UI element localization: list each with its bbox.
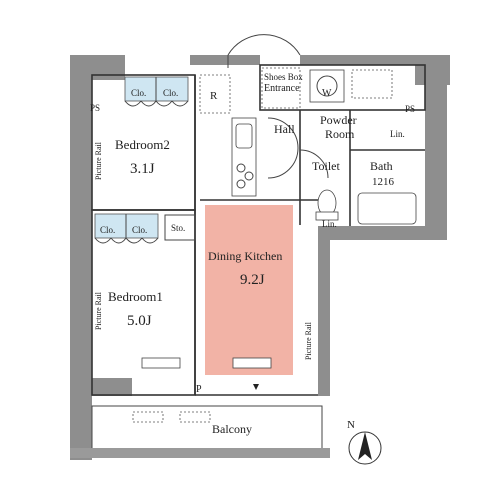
clo-label-4: Clo.	[132, 225, 147, 235]
entrance-door	[227, 34, 301, 68]
bedroom2-size: 3.1J	[130, 161, 155, 177]
r-label: R	[210, 90, 218, 102]
washbasin	[351, 69, 393, 99]
bathtub	[357, 192, 417, 225]
shoes-box-label: Shoes Box	[264, 72, 303, 82]
entrance-marker-icon	[253, 384, 259, 390]
clo-label-3: Clo.	[100, 225, 115, 235]
kitchen-counter	[231, 117, 257, 197]
toilet-fixture	[315, 189, 339, 221]
closet-bedroom1	[94, 213, 159, 244]
clo-label-2: Clo.	[163, 88, 178, 98]
ps-label-2: PS	[405, 104, 415, 114]
structural-walls	[70, 55, 450, 460]
window-bedroom1	[141, 357, 181, 369]
bedroom1-name: Bedroom1	[108, 289, 163, 304]
w-label: W	[322, 88, 332, 99]
window-dining	[232, 357, 272, 369]
picture-rail-bedroom1: Picture Rail	[94, 291, 103, 330]
dining-kitchen-floor	[205, 205, 293, 375]
bath-label-1: Bath	[370, 159, 393, 173]
washing-machine	[309, 69, 345, 103]
ps-label-1: PS	[90, 103, 100, 113]
entrance-label: Entrance	[264, 83, 300, 94]
north-label: N	[347, 419, 355, 431]
interior-walls	[91, 64, 426, 396]
p-label: P	[196, 384, 202, 395]
balcony-rail	[70, 448, 330, 458]
refrigerator-space	[199, 74, 231, 114]
powder-label-2: Room	[325, 127, 355, 141]
dining-name: Dining Kitchen	[208, 249, 282, 263]
powder-label-1: Powder	[320, 113, 357, 127]
sto-label: Sto.	[171, 223, 185, 233]
hall-door	[267, 117, 299, 179]
picture-rail-dining: Picture Rail	[304, 321, 313, 360]
lin-label-1: Lin.	[390, 129, 405, 139]
picture-rail-bedroom2: Picture Rail	[94, 141, 103, 180]
bedroom2-name: Bedroom2	[115, 137, 170, 152]
bedroom1-size: 5.0J	[127, 313, 152, 329]
bath-label-2: 1216	[372, 176, 395, 188]
shoes-box	[261, 67, 301, 109]
clo-label-1: Clo.	[131, 88, 146, 98]
balcony	[91, 405, 323, 451]
lin-label-2: Lin.	[322, 219, 337, 229]
balcony-label: Balcony	[212, 422, 252, 436]
hall-label: Hall	[274, 122, 295, 136]
toilet-door	[299, 149, 329, 179]
closet-bedroom2	[124, 76, 189, 107]
labels: Bedroom2 3.1J Bedroom1 5.0J Dining Kitch…	[90, 72, 415, 436]
dining-size: 9.2J	[240, 272, 265, 288]
north-arrow-icon: N	[347, 419, 382, 465]
toilet-label: Toilet	[312, 159, 340, 173]
